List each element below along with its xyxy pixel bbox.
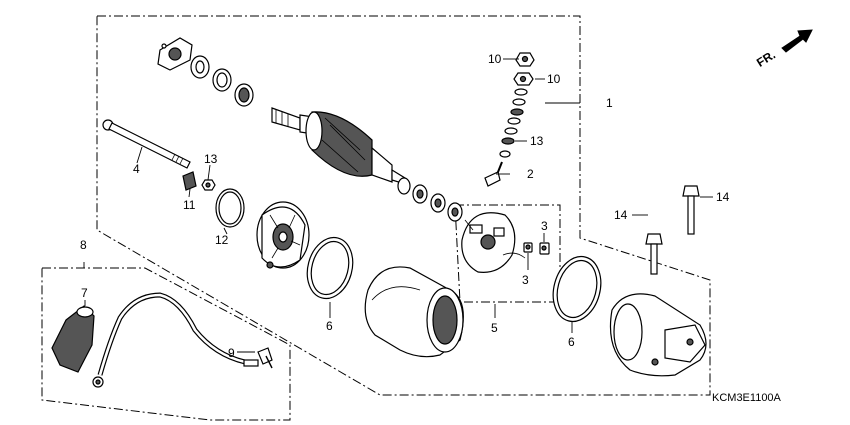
washer-stack-armature bbox=[397, 177, 463, 222]
rubber-boot bbox=[51, 305, 95, 373]
diagram-code: KCM3E1100A bbox=[712, 392, 782, 404]
brush-lower bbox=[523, 242, 533, 253]
washer-stack-top bbox=[190, 55, 254, 107]
rear-cover bbox=[609, 293, 707, 377]
front-direction-label: FR. bbox=[754, 48, 778, 70]
cable-set-frame bbox=[41, 267, 291, 421]
callout-4: 4 bbox=[133, 162, 140, 176]
callout-9: 9 bbox=[228, 346, 235, 360]
cable-terminal-bolt bbox=[257, 347, 273, 369]
mounting-bolt-left bbox=[645, 233, 663, 275]
small-nut bbox=[201, 179, 216, 191]
callout-10-lower: 10 bbox=[547, 72, 561, 86]
o-ring-right bbox=[552, 255, 602, 323]
brush-upper bbox=[539, 242, 550, 255]
terminal-bolt bbox=[484, 161, 503, 187]
o-ring-left bbox=[306, 236, 354, 300]
callout-5: 5 bbox=[491, 321, 498, 335]
main-assembly-frame bbox=[96, 15, 711, 396]
brush-holder-plate bbox=[461, 212, 526, 273]
terminal-nut-upper bbox=[515, 52, 535, 67]
callout-3-lower: 3 bbox=[522, 273, 529, 287]
callout-3-upper: 3 bbox=[541, 219, 548, 233]
callout-13-left: 13 bbox=[204, 152, 218, 166]
terminal-washer-stack bbox=[499, 88, 528, 158]
leader-lines bbox=[83, 58, 713, 353]
long-through-bolt bbox=[102, 119, 191, 169]
callout-14-left: 14 bbox=[614, 208, 628, 222]
starter-cable bbox=[92, 292, 259, 388]
callout-8: 8 bbox=[80, 238, 87, 252]
front-cover bbox=[256, 201, 310, 269]
callout-13-right: 13 bbox=[530, 134, 544, 148]
callout-14-right: 14 bbox=[716, 190, 730, 204]
mounting-bolt-right bbox=[682, 185, 700, 235]
callout-7: 7 bbox=[81, 286, 88, 300]
callout-6-left: 6 bbox=[326, 319, 333, 333]
o-ring-small bbox=[215, 188, 245, 228]
brush-holder-frame bbox=[454, 204, 561, 303]
callout-12: 12 bbox=[215, 233, 229, 247]
motor-yoke bbox=[364, 266, 464, 358]
callout-1: 1 bbox=[606, 96, 613, 110]
terminal-nut-lower bbox=[513, 72, 534, 86]
callout-10-upper: 10 bbox=[488, 52, 502, 66]
callout-2: 2 bbox=[527, 167, 534, 181]
end-plate bbox=[157, 37, 193, 71]
armature bbox=[271, 107, 406, 185]
callout-6-right: 6 bbox=[568, 335, 575, 349]
front-direction-arrow-icon bbox=[781, 29, 813, 53]
callout-11: 11 bbox=[183, 198, 196, 212]
clip-part bbox=[182, 171, 197, 191]
